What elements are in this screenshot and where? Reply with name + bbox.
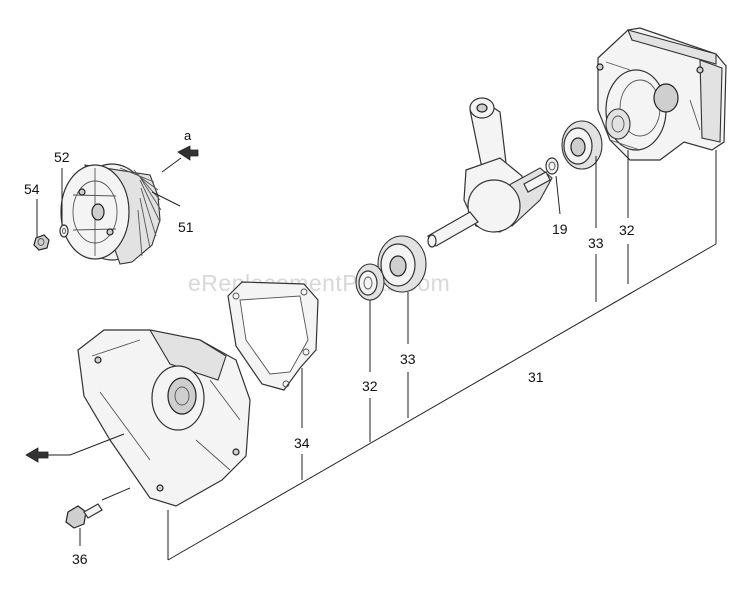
gasket-part-34 — [227, 281, 319, 391]
callout-36: 36 — [72, 551, 88, 567]
callout-54: 54 — [24, 181, 40, 197]
callout-19: 19 — [552, 221, 568, 237]
oil-seal-right — [605, 108, 631, 140]
direction-arrow-left — [25, 433, 125, 463]
callout-arrow-a: a — [184, 128, 192, 143]
callout-33-right: 33 — [588, 235, 604, 251]
callout-51: 51 — [178, 219, 194, 235]
leader-lines — [36, 150, 717, 561]
callout-32-right: 32 — [619, 222, 635, 238]
seal-part-32-mid — [355, 263, 385, 301]
ring-part-19 — [545, 157, 559, 175]
bolt-part-36 — [65, 487, 131, 529]
callout-33-mid: 33 — [400, 351, 416, 367]
callout-32-mid: 32 — [362, 378, 378, 394]
callout-31: 31 — [528, 369, 544, 385]
nut-part-54 — [33, 234, 50, 251]
washer-part-52 — [59, 224, 69, 238]
bearing-part-33-mid — [377, 235, 427, 293]
crankshaft-assembly — [427, 97, 553, 248]
callout-52: 52 — [54, 149, 70, 165]
flywheel-part-51 — [60, 163, 162, 265]
crankcase-half-left — [77, 329, 251, 507]
bearing-part-33-right — [561, 120, 603, 170]
direction-arrow-a — [161, 145, 199, 173]
crankcase-half-right — [596, 27, 727, 161]
callout-34: 34 — [294, 435, 310, 451]
